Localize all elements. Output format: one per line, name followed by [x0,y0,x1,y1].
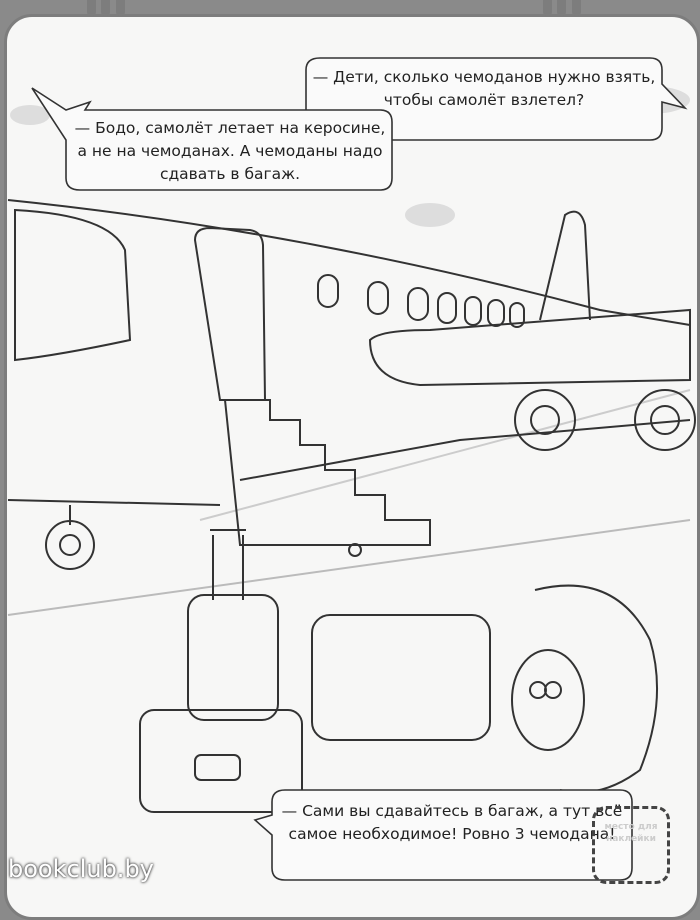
sticker-placeholder: место для наклейки [592,806,670,884]
boarding-stairs [223,399,431,557]
speech-bubble-bodo: — Сами вы сдавайтесь в багаж, а тут всё … [281,802,623,843]
binding-tab [101,0,110,16]
bodo-character [511,584,659,794]
suitcases [139,529,491,813]
windows [317,274,525,328]
speech-bubble-child: — Бодо, самолёт летает на керосине, а не… [74,119,386,183]
binding-tab [572,0,581,16]
watermark: bookclub.by [8,855,154,883]
binding-tab [87,0,96,16]
airplane [7,199,696,570]
runway-line [199,389,691,521]
binding-tab [557,0,566,16]
binding-tab [543,0,552,16]
speech-bubble-teacher: — Дети, сколько чемоданов нужно взять, ч… [312,68,656,109]
speech-bubble-shapes [31,57,688,881]
airport-illustration [7,57,696,881]
runway-line [7,519,691,616]
binding-tab [116,0,125,16]
